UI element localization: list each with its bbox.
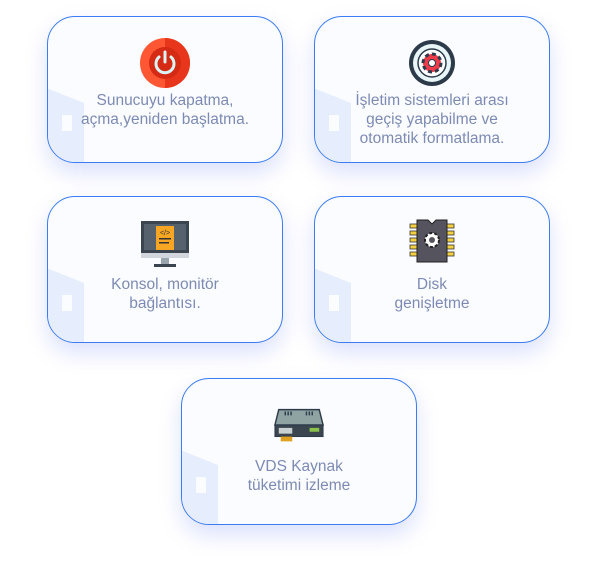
feature-text: Konsol, monitör bağlantısı. bbox=[48, 275, 282, 313]
feature-card-power: Sunucuyu kapatma, açma,yeniden başlatma. bbox=[47, 16, 283, 163]
server-drive-icon bbox=[273, 399, 325, 451]
feature-line: Disk bbox=[416, 276, 448, 293]
gear-icon bbox=[406, 37, 458, 89]
feature-line: İşletim sistemleri arası bbox=[355, 92, 509, 109]
feature-line: Sunucuyu kapatma, bbox=[96, 92, 234, 109]
power-icon bbox=[139, 37, 191, 89]
feature-line: tüketimi izleme bbox=[247, 477, 351, 494]
feature-line: genişletme bbox=[394, 295, 470, 312]
chip-icon bbox=[406, 217, 458, 269]
feature-card-disk: Disk genişletme bbox=[314, 196, 550, 343]
feature-text: Sunucuyu kapatma, açma,yeniden başlatma. bbox=[48, 91, 282, 129]
feature-card-console: </> Konsol, monitör bağlantısı. bbox=[47, 196, 283, 343]
monitor-code-icon: </> bbox=[139, 217, 191, 269]
feature-card-resources: VDS Kaynak tüketimi izleme bbox=[181, 378, 417, 525]
feature-card-os: İşletim sistemleri arası geçiş yapabilme… bbox=[314, 16, 550, 163]
feature-text: VDS Kaynak tüketimi izleme bbox=[182, 457, 416, 495]
feature-line: Konsol, monitör bbox=[111, 276, 219, 293]
feature-line: geçiş yapabilme ve bbox=[366, 111, 498, 128]
feature-line: VDS Kaynak bbox=[255, 458, 343, 475]
feature-text: İşletim sistemleri arası geçiş yapabilme… bbox=[315, 91, 549, 148]
feature-text: Disk genişletme bbox=[315, 275, 549, 313]
svg-text:</>: </> bbox=[160, 230, 170, 237]
feature-line: bağlantısı. bbox=[129, 295, 201, 312]
feature-line: açma,yeniden başlatma. bbox=[80, 111, 249, 128]
feature-line: otomatik formatlama. bbox=[359, 130, 505, 147]
